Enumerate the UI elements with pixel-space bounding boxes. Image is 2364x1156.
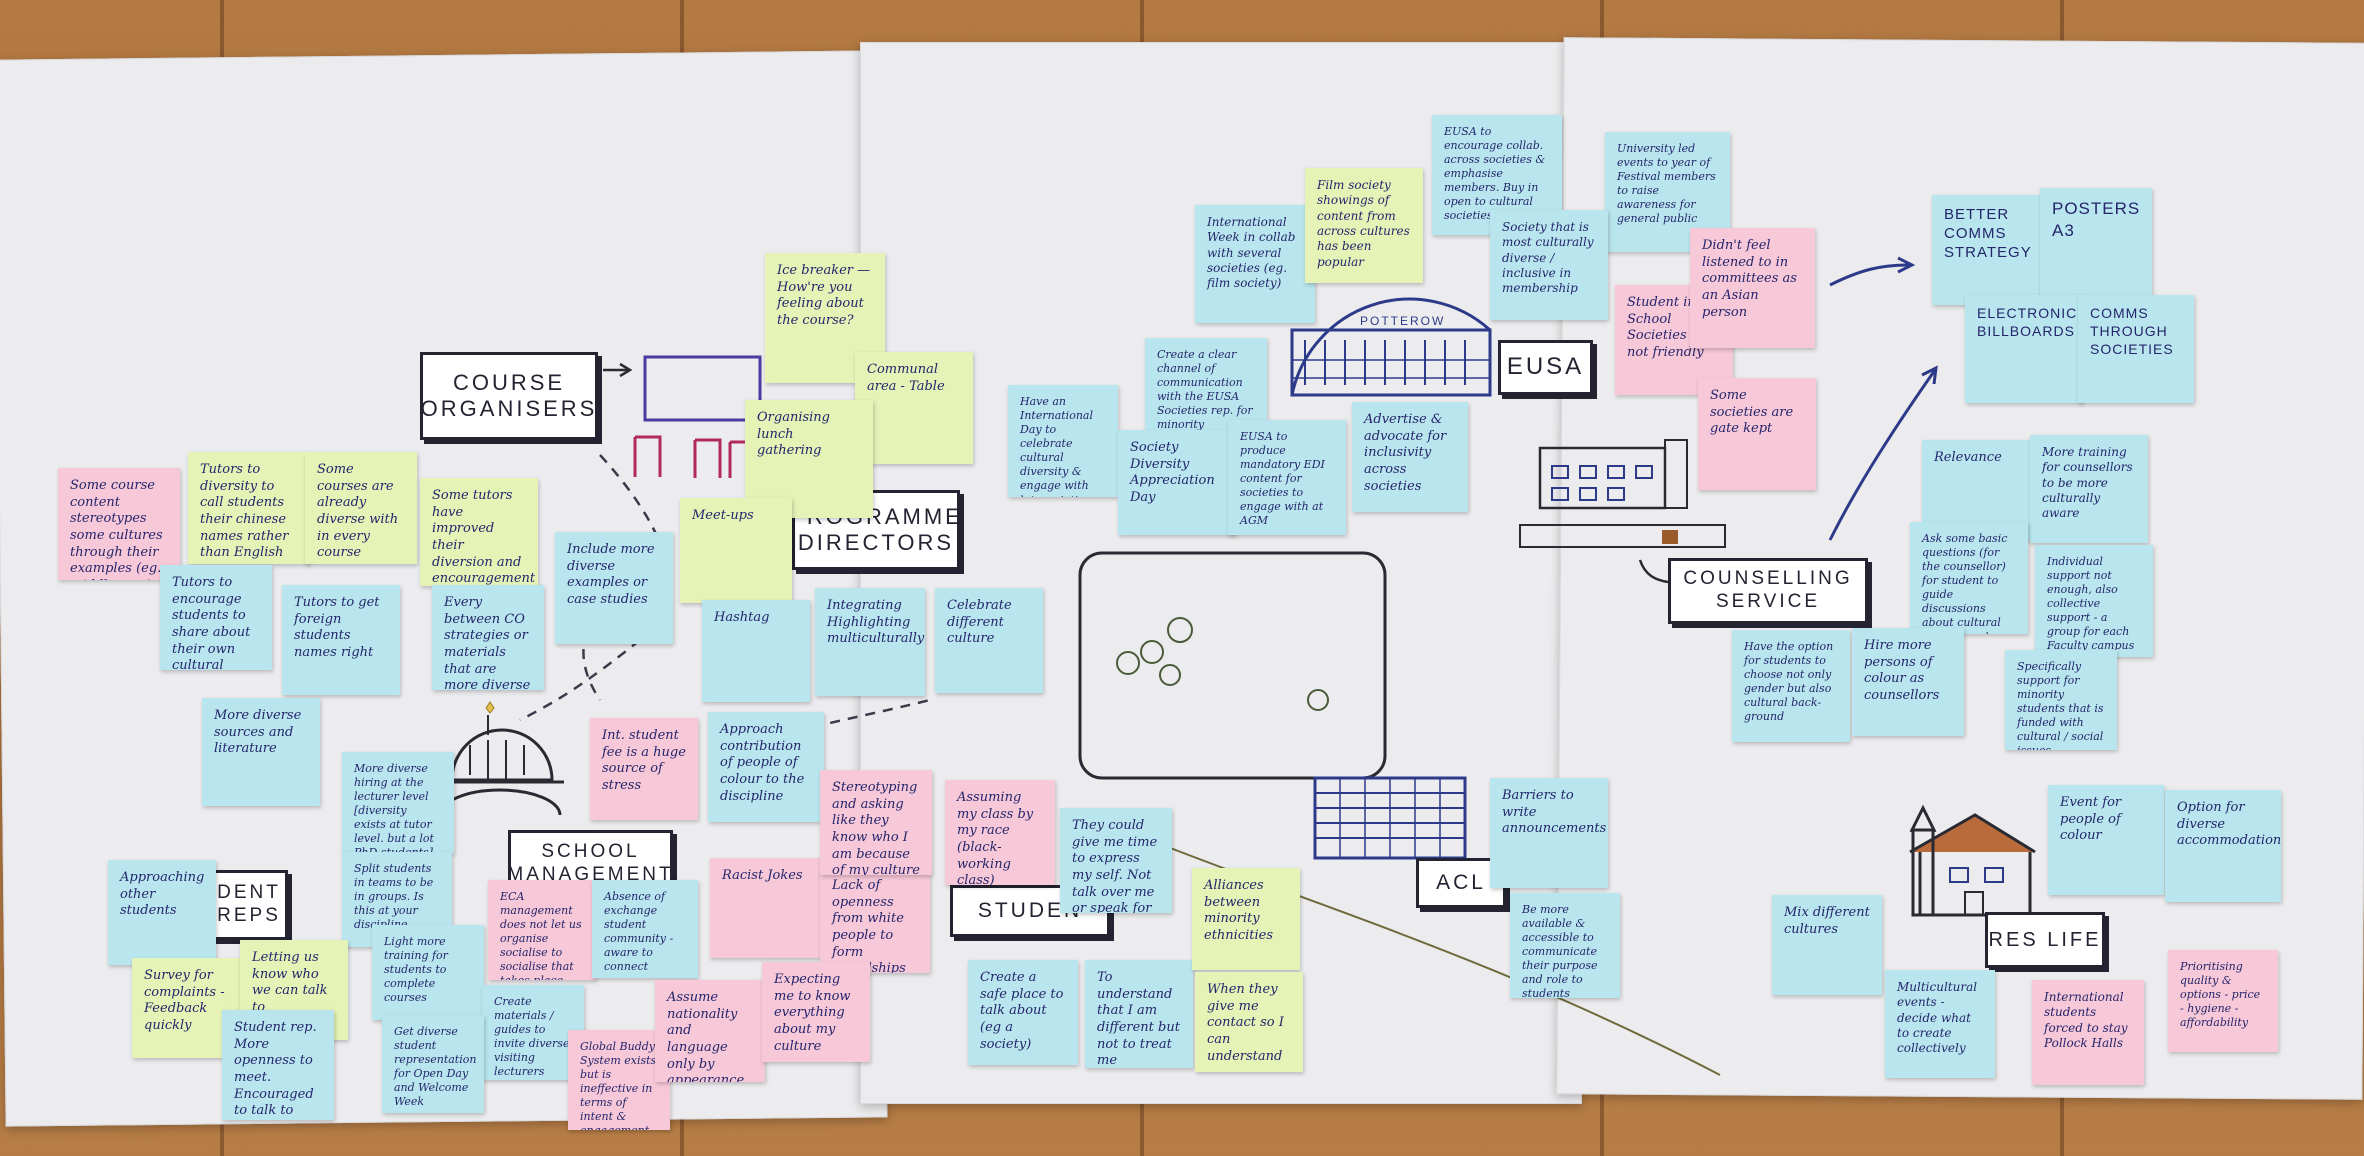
sticky-note: To understand that I am different but no…: [1085, 960, 1193, 1068]
sticky-note: Tutors to diversity to call students the…: [188, 452, 310, 564]
acl-building-icon: [1313, 776, 1467, 860]
sticky-note: Expecting me to know everything about my…: [762, 962, 870, 1062]
label-counselling-service: COUNSELLING SERVICE: [1668, 558, 1868, 624]
sticky-note: Create a safe place to talk about (eg a …: [968, 960, 1078, 1065]
sticky-note: COMMS THROUGH SOCIETIES: [2078, 295, 2194, 403]
sticky-note: ELECTRONIC BILLBOARDS: [1965, 295, 2083, 403]
sticky-note: Mix different cultures: [1772, 895, 1882, 995]
sticky-note: Stereotyping and asking like they know w…: [820, 770, 932, 875]
sticky-note: Film society showings of content from ac…: [1305, 168, 1423, 283]
label-course-organisers: COURSE ORGANISERS: [420, 352, 598, 440]
sticky-note: Approach contribution of people of colou…: [708, 712, 824, 822]
counselling-building-icon: [1519, 439, 1726, 548]
sticky-note: Have an International Day to celebrate c…: [1008, 385, 1118, 497]
sticky-note: Barriers to write announcements: [1490, 778, 1608, 888]
sticky-note: Integrating Highlighting multiculturally: [815, 588, 925, 696]
sticky-note: Be more available & accessible to commun…: [1510, 893, 1620, 998]
sticky-note: BETTER COMMS STRATEGY: [1932, 195, 2040, 305]
sticky-note: Individual support not enough, also coll…: [2035, 545, 2153, 657]
res-life-house-icon: [1909, 804, 2036, 917]
sticky-note: Didn't feel listened to in committees as…: [1690, 228, 1815, 348]
sticky-note: Absence of exchange student community - …: [592, 880, 698, 978]
arrow-icon: [603, 256, 1938, 584]
sticky-note: Light more training for students to comp…: [372, 925, 484, 1020]
table-chairs-icon: [633, 355, 762, 478]
sticky-note: Student rep. More openness to meet. Enco…: [222, 1010, 334, 1120]
sticky-note: International Week in collab with severa…: [1195, 205, 1315, 323]
sticky-note: Society that is most culturally diverse …: [1490, 210, 1608, 320]
sticky-note: Communal area - Table: [855, 352, 973, 464]
tower-building-icon: [1290, 297, 1492, 397]
sticky-note: Have the option for students to choose n…: [1732, 630, 1850, 742]
sticky-note: When they give me contact so I can under…: [1195, 972, 1303, 1072]
sticky-note: Assume nationality and language only by …: [655, 980, 765, 1082]
sticky-note: Racist Jokes: [710, 858, 822, 958]
sticky-note: ECA management does not let us organise …: [488, 880, 596, 980]
sticky-note: More diverse sources and literature: [202, 698, 320, 806]
label-pollock-tower: POTTEROW: [1360, 314, 1446, 328]
sticky-note: Alliances between minority ethnicities: [1192, 868, 1300, 970]
sticky-note: POSTERS A3: [2040, 188, 2152, 296]
sticky-note: Society Diversity Appreciation Day: [1118, 430, 1236, 535]
label-student-reps: DENT REPS: [210, 870, 288, 940]
sticky-note: Lack of openness from white people to fo…: [820, 868, 930, 973]
sticky-note: International students forced to stay Po…: [2032, 980, 2144, 1085]
sticky-note: Prioritising quality & options - price -…: [2168, 950, 2278, 1052]
sticky-note: Some societies are gate kept: [1698, 378, 1816, 490]
sticky-note: Event for people of colour: [2048, 785, 2164, 895]
sticky-note: Hashtag: [702, 600, 810, 702]
sticky-note: Int. student fee is a huge source of str…: [590, 718, 698, 820]
green-space-icon: [1078, 551, 1387, 780]
sticky-note: Survey for complaints - Feedback quickly: [132, 958, 244, 1058]
sticky-note: Meet-ups: [680, 498, 792, 603]
sticky-note: Global Buddy System exists but is ineffe…: [568, 1030, 670, 1130]
label-res-life: RES LIFE: [1985, 912, 2105, 968]
sticky-note: They could give me time to express my se…: [1060, 808, 1172, 913]
sticky-note: Ask some basic questions (for the counse…: [1910, 522, 2028, 634]
sticky-note: Assuming my class by my race (black-work…: [945, 780, 1055, 885]
sticky-note: Get diverse student representation for O…: [382, 1015, 484, 1113]
label-eusa: EUSA: [1498, 340, 1593, 395]
sticky-note: EUSA to produce mandatory EDI content fo…: [1228, 420, 1346, 535]
sticky-note: Some course content stereotypes some cul…: [58, 468, 180, 580]
sticky-note: Tutors to get foreign students names rig…: [282, 585, 400, 695]
sticky-note: Multicultural events - decide what to cr…: [1885, 970, 1995, 1078]
sticky-note: More training for counsellors to be more…: [2030, 435, 2148, 543]
sticky-note: Hire more persons of colour as counsello…: [1852, 628, 1964, 736]
sticky-note: Some courses are already diverse with in…: [305, 452, 417, 564]
sticky-note: Approaching other students: [108, 860, 216, 965]
sticky-note: Create materials / guides to invite dive…: [482, 985, 584, 1080]
sticky-note: Tutors to encourage students to share ab…: [160, 565, 272, 670]
sticky-note: Specifically support for minority studen…: [2005, 650, 2117, 750]
sticky-note: Some tutors have improved their diversio…: [420, 478, 538, 586]
sticky-note: More diverse hiring at the lecturer leve…: [342, 752, 454, 854]
dome-building-icon: [438, 701, 564, 816]
sticky-note: University led events to year of Festiva…: [1605, 132, 1730, 252]
sticky-note: Every between CO strategies or materials…: [432, 585, 544, 690]
sticky-note: Include more diverse examples or case st…: [555, 532, 673, 644]
sticky-note: Option for diverse accommodation!: [2165, 790, 2281, 902]
sticky-note: Celebrate different culture: [935, 588, 1043, 693]
sticky-note: Advertise & advocate for inclusivity acr…: [1352, 402, 1468, 512]
